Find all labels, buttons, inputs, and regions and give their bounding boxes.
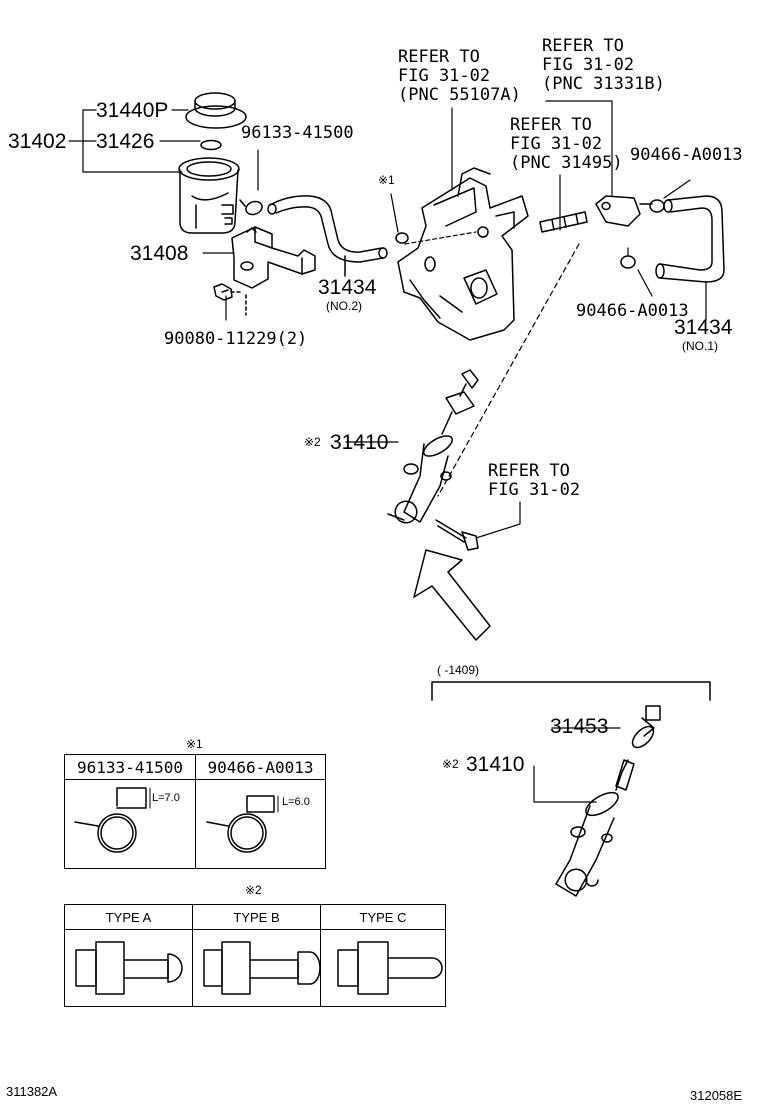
part-number-31410-upper[interactable]: 31410 [330,431,389,454]
refer-to-pnc-55107a[interactable]: REFER TO FIG 31-02 (PNC 55107A) [398,47,521,105]
clamp-96133-heading: 96133-41500 [77,757,183,777]
refer-to-pnc-31495[interactable]: REFER TO FIG 31-02 (PNC 31495) [510,115,623,173]
hose-31434-no2-illustration [267,195,388,277]
part-number-31440p[interactable]: 31440P [96,99,169,122]
clamp-length-7: L=7.0 [152,792,180,804]
hose-clamp-90466-lower-illustration [620,247,653,297]
applicability-bracket [431,681,711,701]
hose-clamp-90466-upper-illustration [649,179,691,213]
clamp-90466-cell [195,779,326,869]
clamp-table-title: ※1 [186,737,203,751]
clutch-master-cylinder-upper-illustration [345,369,479,524]
leader-lines-left [68,109,259,321]
applicability-range-note: ( -1409) [437,663,480,677]
bolt-90080-illustration [213,283,247,316]
refer-to-pnc-31331b[interactable]: REFER TO FIG 31-02 (PNC 31331B) [542,36,665,94]
figure-code-right: 312058E [690,1088,743,1103]
clutch-master-cylinder-lower-illustration [533,705,661,897]
clevis-pin-clamp-illustration [395,232,409,244]
clamp-table-col-90466: 90466-A0013 [195,754,326,780]
hose-no1-label: (NO.1) [682,339,718,353]
part-number-31434-no1[interactable]: 31434 [674,316,733,339]
clamp-length-6: L=6.0 [282,796,310,808]
reservoir-tank-illustration [178,157,240,234]
type-c-header: TYPE C [320,904,446,930]
part-number-31453[interactable]: 31453 [550,715,609,738]
part-number-31410-lower[interactable]: 31410 [466,753,525,776]
type-b-cell [192,929,321,1007]
pin-31495-illustration [539,211,588,233]
fitting-31331b-illustration [595,195,653,227]
refer-to-fig-31-02[interactable]: REFER TO FIG 31-02 [488,461,581,500]
mounting-bolt-illustration [435,501,521,551]
figure-code-left: 311382A [6,1084,58,1099]
hose-31434-no1-illustration [655,195,725,321]
part-number-31434-no2[interactable]: 31434 [318,276,377,299]
note-mark-1: ※1 [378,173,395,187]
bracket-31408-illustration [231,226,316,289]
part-number-96133-41500[interactable]: 96133-41500 [241,123,354,143]
clamp-96133-cell [64,779,196,869]
pedal-bracket-illustration [397,167,529,341]
direction-arrow [413,549,491,641]
clamp-table: 96133-41500 90466-A0013 [64,754,326,869]
note-mark-2-lower: ※2 [442,757,459,771]
part-number-90466-upper[interactable]: 90466-A0013 [630,145,743,165]
type-a-cell [64,929,193,1007]
leader-lines-top-center [390,100,613,497]
type-b-header: TYPE B [192,904,321,930]
hose-clamp-96133-illustration [239,199,263,216]
part-number-90466-lower[interactable]: 90466-A0013 [576,301,689,321]
type-table: TYPE A TYPE B TYPE C [64,904,446,1007]
reservoir-cap-illustration [185,92,247,151]
clamp-table-col-96133: 96133-41500 [64,754,196,780]
part-number-31408[interactable]: 31408 [130,242,189,265]
hose-no2-label: (NO.2) [326,299,362,313]
type-c-cell [320,929,446,1007]
part-number-31426[interactable]: 31426 [96,130,155,153]
clamp-90466-heading: 90466-A0013 [207,757,314,777]
part-number-31402[interactable]: 31402 [8,130,67,153]
note-mark-2-upper: ※2 [304,435,321,449]
type-table-title: ※2 [245,883,262,897]
type-a-header: TYPE A [64,904,193,930]
part-number-90080-11229[interactable]: 90080-11229(2) [164,329,308,349]
